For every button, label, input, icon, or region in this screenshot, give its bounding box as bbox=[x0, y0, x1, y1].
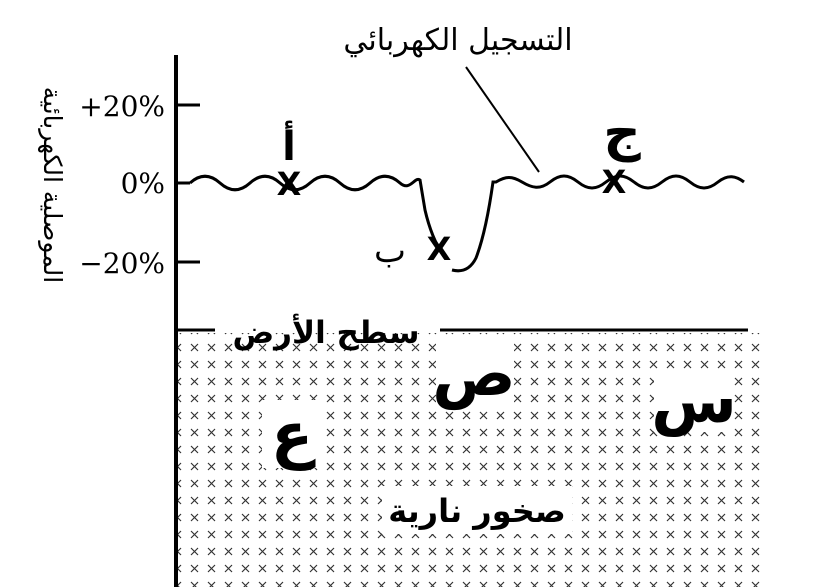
log-trace-left bbox=[188, 174, 447, 259]
zone-label-ain: ع bbox=[271, 398, 316, 471]
rock-label-backdrop bbox=[382, 486, 572, 534]
point-label-b: ب bbox=[374, 231, 406, 271]
y-axis-label: الموصلية الكهربائية bbox=[37, 87, 67, 284]
igneous-rocks-label: صخور نارية bbox=[388, 492, 565, 530]
marker-point-c: X bbox=[602, 163, 627, 201]
zone-label-backdrop bbox=[262, 400, 320, 468]
zone-label-backdrop bbox=[654, 376, 734, 432]
diagram-title: التسجيل الكهربائي bbox=[343, 23, 572, 58]
point-label-c: ج bbox=[603, 103, 641, 163]
marker-point-b: X bbox=[427, 230, 452, 268]
zone-label-backdrop bbox=[436, 340, 514, 408]
tick-label: 0% bbox=[121, 167, 165, 200]
zone-label-sin: س bbox=[651, 364, 737, 437]
title-leader-line bbox=[465, 66, 540, 173]
ground-surface-label: سطح الأرض bbox=[232, 313, 419, 351]
log-trace-right bbox=[451, 174, 745, 273]
marker-point-a: X bbox=[277, 165, 302, 203]
point-label-a: أ bbox=[282, 120, 296, 170]
tick-label: +20% bbox=[79, 90, 165, 123]
tick-label: −20% bbox=[79, 247, 165, 280]
zone-label-sad: ص bbox=[432, 337, 515, 411]
